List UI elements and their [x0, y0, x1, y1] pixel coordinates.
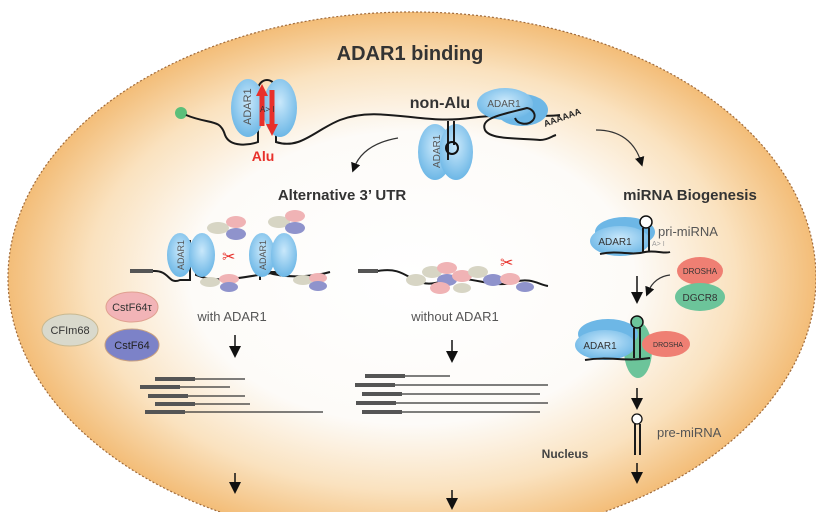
edit-label: A> I: [260, 105, 274, 114]
mirna-heading: miRNA Biogenesis: [623, 187, 757, 204]
without-adar1-panel: ✂ without ADAR1: [355, 255, 549, 414]
nucleus-label: Nucleus: [542, 447, 589, 461]
drosha-label: DROSHA: [683, 267, 718, 276]
without-adar1-label: without ADAR1: [410, 309, 498, 324]
edit-label: A> I: [652, 241, 665, 248]
cstf64-label: CstF64: [114, 340, 149, 352]
adar1-complex: [575, 330, 635, 360]
arrow-to-utr: [351, 137, 399, 173]
adar1-label: ADAR1: [583, 341, 617, 352]
non-alu-label: non-Alu: [410, 95, 470, 112]
scissors-icon: ✂: [222, 249, 235, 266]
adar1-label: ADAR1: [258, 240, 268, 270]
cfim68-label: CFIm68: [50, 325, 89, 337]
scissors-icon: ✂: [500, 255, 513, 272]
utr-heading: Alternative 3’ UTR: [278, 187, 407, 204]
adar1-label: ADAR1: [176, 240, 186, 270]
adar1-label: ADAR1: [432, 134, 443, 168]
with-adar1-label: with ADAR1: [196, 309, 266, 324]
drosha-label: DROSHA: [653, 342, 683, 349]
utr-isoforms-with: [140, 377, 323, 414]
pri-mirna-label: pri-miRNA: [658, 224, 718, 239]
title: ADAR1 binding: [337, 43, 484, 65]
mirna-panel: ADAR1 A> I pri-miRNA DROSHA DGCR8 ADAR1 …: [575, 215, 725, 455]
mrna-top: ADAR1 A> I Alu non-Alu ADAR1 ADAR1 AAAAA…: [175, 79, 645, 180]
adar1-nonalu-upper: [477, 88, 533, 120]
adar1-alu-left: [231, 79, 265, 137]
with-adar1-panel: ADAR1 ADAR1 ✂ with ADAR1: [130, 210, 331, 414]
alu-label: Alu: [252, 148, 275, 164]
adar1-label: ADAR1: [242, 88, 254, 125]
adar1-pri: [590, 226, 650, 256]
adar1-label: ADAR1: [598, 237, 632, 248]
arrow-to-mirna: [595, 129, 645, 167]
pre-mirna-label: pre-miRNA: [657, 425, 722, 440]
cstf64t-label: CstF64τ: [112, 302, 152, 314]
cleavage-factors: CstF64τ CFIm68 CstF64: [41, 291, 160, 362]
cap-icon: [175, 107, 187, 119]
utr-isoforms-without: [355, 374, 548, 414]
adar1-label: ADAR1: [487, 99, 521, 110]
dgcr8-label: DGCR8: [682, 293, 717, 304]
